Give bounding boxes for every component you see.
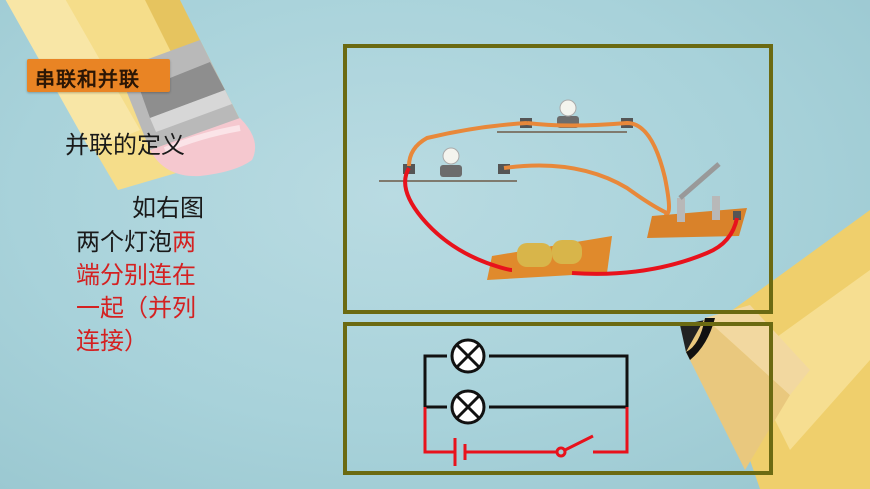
body-line-5: 连接）	[76, 327, 148, 355]
definition-heading: 并联的定义	[65, 131, 185, 159]
section-title-badge: 串联和并联	[27, 59, 170, 92]
body-line-2-red: 两	[172, 228, 196, 256]
body-line-2-black: 两个灯泡	[76, 228, 172, 256]
section-title: 串联和并联	[35, 67, 140, 91]
battery-icon	[487, 236, 612, 280]
body-line-4: 一起（并列	[76, 294, 196, 322]
physical-circuit-frame	[343, 44, 773, 314]
body-line-1: 如右图	[132, 194, 204, 222]
pencil-tip-icon	[680, 210, 870, 489]
schematic-frame	[343, 322, 773, 475]
body-line-2: 两个灯泡两	[76, 227, 196, 257]
switch-icon	[647, 162, 747, 238]
physical-circuit-diagram	[379, 99, 747, 280]
circuit-schematic	[423, 338, 629, 466]
body-line-3: 端分别连在	[76, 261, 196, 289]
bulb-icon	[440, 147, 462, 177]
